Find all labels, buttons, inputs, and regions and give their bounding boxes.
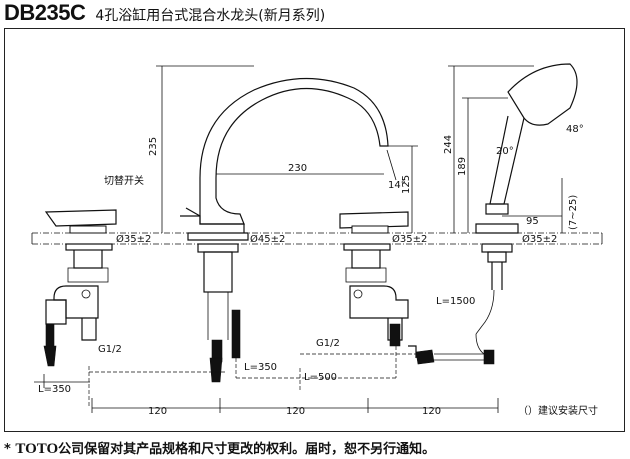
dim-95: 95 bbox=[526, 216, 539, 227]
dim-230: 230 bbox=[288, 163, 307, 174]
model-number: DB235C bbox=[4, 0, 86, 25]
dim-189: 189 bbox=[457, 157, 468, 176]
footer-disclaimer: * TOTO公司保留对其产品规格和尺寸更改的权利。届时，恕不另行通知。 bbox=[4, 438, 435, 458]
left-handle-valve bbox=[43, 209, 117, 367]
header: DB235C 4孔浴缸用台式混合水龙头(新月系列) bbox=[4, 0, 626, 30]
dim-48: 48° bbox=[566, 124, 584, 135]
brand-name: TOTO bbox=[15, 441, 59, 457]
product-title: 4孔浴缸用台式混合水龙头(新月系列) bbox=[95, 8, 326, 24]
dim-125: 125 bbox=[401, 175, 412, 194]
disclaimer-text: 公司保留对其产品规格和尺寸更改的权利。届时，恕不另行通知。 bbox=[58, 442, 436, 457]
hole-center-label: Ø45±2 bbox=[250, 233, 285, 245]
technical-drawing: 切替开关 Ø35±2 Ø45±2 Ø35±2 Ø35±2 G1/2 G1/2 L… bbox=[31, 63, 603, 417]
dim-14: 14° bbox=[388, 180, 406, 191]
dim-120-c: 120 bbox=[422, 406, 441, 417]
dim-7-25: (7~25) bbox=[568, 195, 579, 230]
spout-body bbox=[180, 77, 389, 383]
install-note: （）建议安装尺寸 bbox=[518, 404, 598, 417]
dim-244: 244 bbox=[443, 135, 454, 154]
hole-right-label: Ø35±2 bbox=[392, 233, 427, 245]
dimension-lines bbox=[34, 65, 563, 413]
hole-left-label: Ø35±2 bbox=[116, 233, 151, 245]
l1500-label: L=1500 bbox=[436, 296, 475, 307]
hand-shower bbox=[475, 63, 578, 335]
switch-label: 切替开关 bbox=[104, 174, 144, 187]
l350-center-label: L=350 bbox=[244, 362, 277, 373]
dim-120-a: 120 bbox=[148, 406, 167, 417]
g-left-label: G1/2 bbox=[98, 344, 122, 355]
l350-left-label: L=350 bbox=[38, 384, 71, 395]
right-handle-valve bbox=[339, 211, 409, 347]
drawing-frame bbox=[4, 28, 625, 432]
dim-120-b: 120 bbox=[286, 406, 305, 417]
dim-235: 235 bbox=[148, 137, 159, 156]
l500-label: L=500 bbox=[304, 372, 337, 383]
hole-hand-label: Ø35±2 bbox=[522, 233, 557, 245]
g-right-label: G1/2 bbox=[316, 338, 340, 349]
hoses bbox=[88, 333, 495, 408]
dim-20: 20° bbox=[496, 146, 514, 157]
footer-star: * bbox=[4, 442, 11, 457]
